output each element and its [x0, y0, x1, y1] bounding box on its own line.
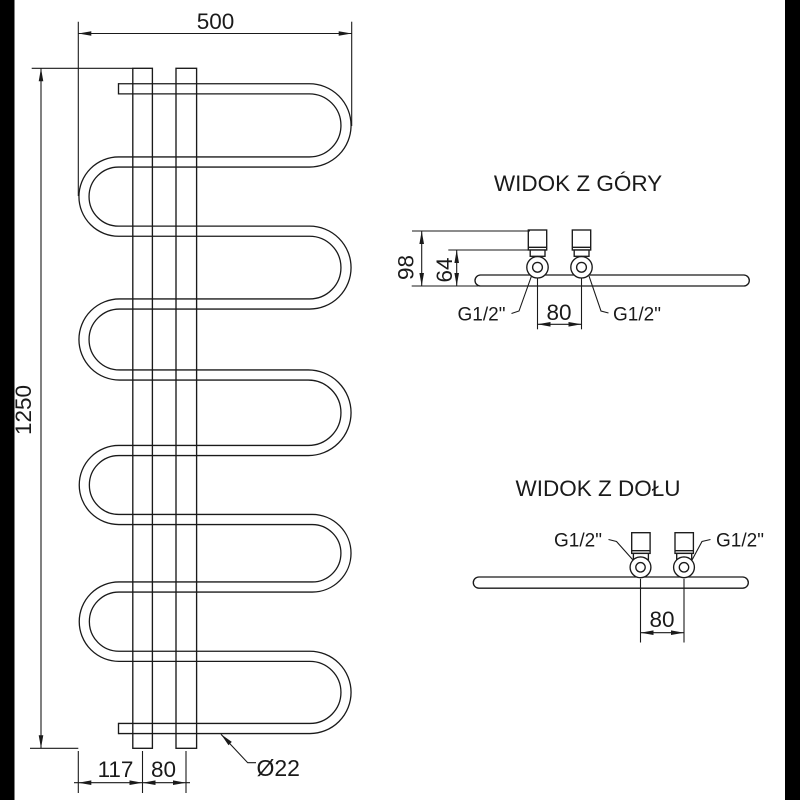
bottom-view-thread-labels: G1/2" G1/2" [554, 531, 764, 561]
bottom-view-rail-bar [472, 576, 749, 589]
bottom-view-title: WIDOK Z DOŁU [515, 476, 680, 501]
thread-label-bottom-left: G1/2" [554, 531, 602, 552]
bottom-view-radiator [472, 532, 749, 589]
bottom-view-connection-left [629, 556, 652, 579]
top-view: WIDOK Z GÓRY 98 64 [394, 171, 750, 330]
dim-depth-label: 98 [394, 255, 419, 280]
dim-rail-spacing-label: 80 [151, 757, 176, 782]
top-view-nut-right [573, 249, 590, 257]
mounting-rail-left [132, 67, 154, 749]
top-view-dimension-98: 98 [394, 230, 530, 287]
top-view-thread-labels: G1/2" G1/2" [458, 275, 661, 326]
letterbox-left [0, 0, 15, 800]
thread-label-top-left: G1/2" [458, 305, 506, 326]
dim-height-label: 1250 [11, 385, 36, 435]
tube-diameter-callout: Ø22 [220, 733, 300, 781]
dim-width-label: 500 [197, 9, 235, 34]
top-view-connection-right [570, 255, 593, 279]
top-view-radiator [474, 229, 750, 287]
thread-label-top-right: G1/2" [613, 305, 661, 326]
top-view-nut-left [529, 249, 546, 257]
top-view-dimension-64: 64 [432, 249, 535, 286]
dim-conn-spacing-top-label: 80 [546, 300, 571, 325]
bottom-view-connection-right [672, 556, 696, 579]
dimension-foot: 117 80 [74, 751, 190, 793]
dim-foot-offset-label: 117 [98, 757, 134, 782]
dim-conn-spacing-bottom-label: 80 [649, 607, 674, 632]
letterbox-right [785, 0, 800, 800]
mounting-rail-right [175, 67, 198, 749]
top-view-rail-bar [474, 274, 750, 287]
top-view-title: WIDOK Z GÓRY [494, 171, 662, 196]
tube-diameter-label: Ø22 [257, 755, 300, 781]
dimension-width: 500 [77, 9, 353, 196]
mounting-rails [132, 67, 198, 749]
thread-label-bottom-right: G1/2" [716, 531, 764, 552]
bottom-view-dimension-80: 80 [639, 578, 685, 643]
serpentine-tube [78, 83, 352, 735]
front-view: 500 1250 117 80 Ø22 [11, 9, 353, 793]
bottom-view: WIDOK Z DOŁU 80 G1/2" G1/2" [472, 476, 764, 643]
dimension-height: 1250 [11, 67, 133, 749]
dim-pipe-depth-label: 64 [432, 257, 457, 282]
top-view-dimension-80: 80 [536, 278, 583, 330]
top-view-connection-left [526, 255, 549, 279]
